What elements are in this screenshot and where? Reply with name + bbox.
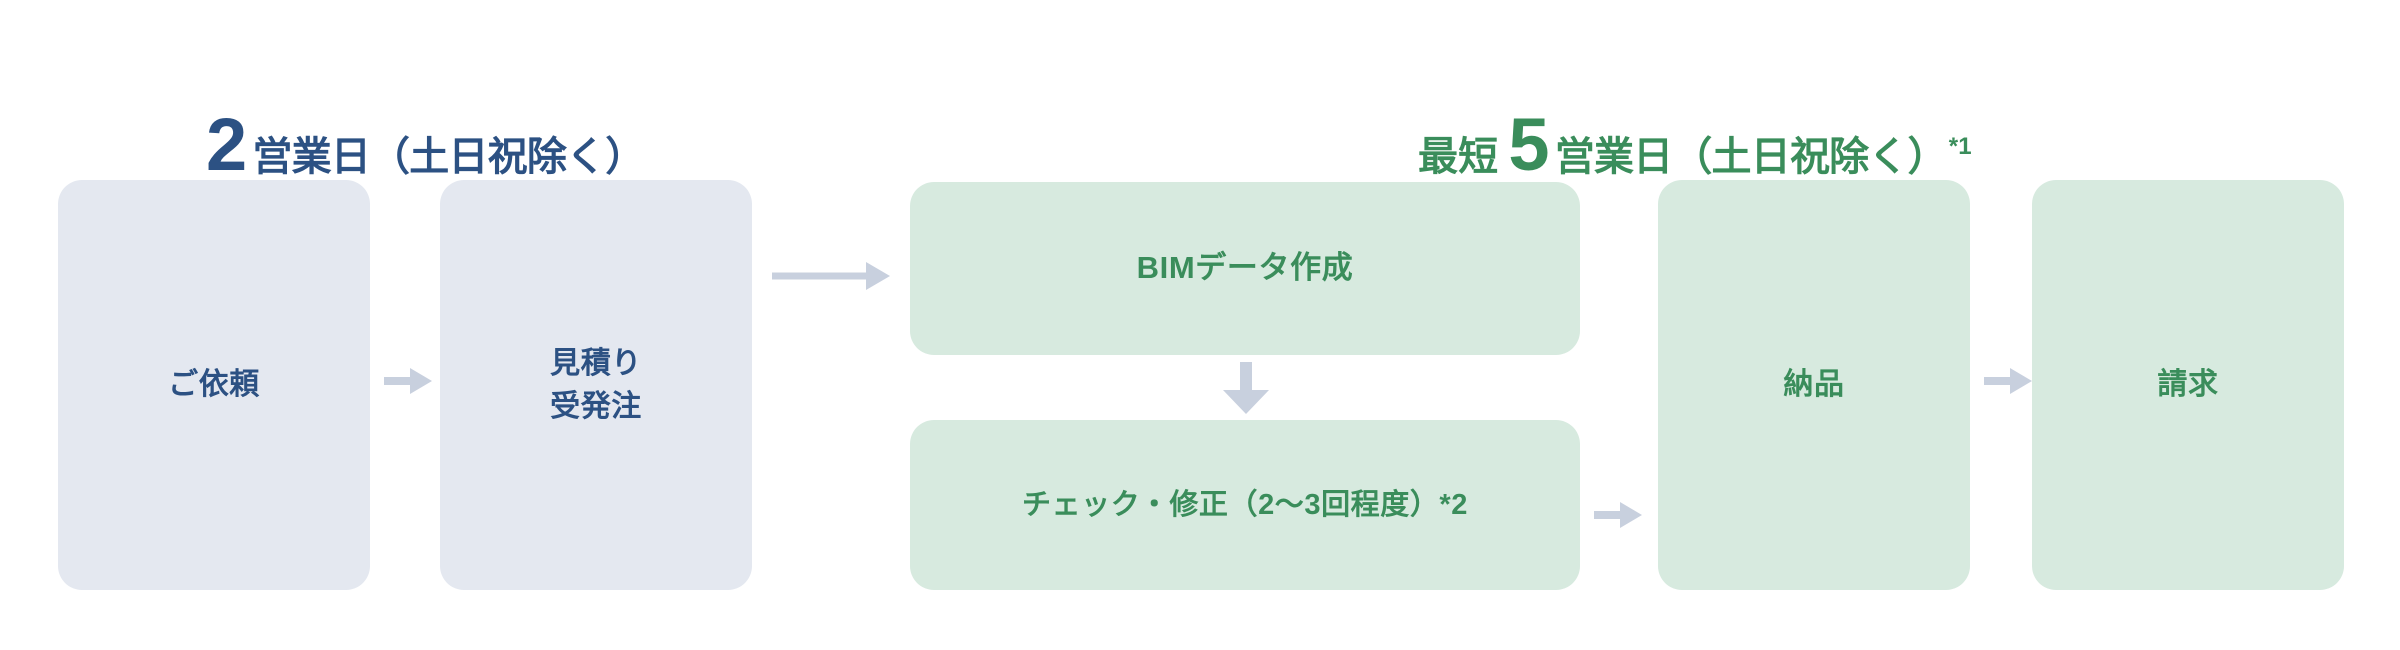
- lead-time-unit: 営業日（土日祝除く）: [252, 135, 645, 179]
- step-box-delivery: 納品: [1658, 180, 1970, 590]
- step-box-request: ご依頼: [58, 180, 370, 590]
- arrow-right-icon: [1984, 364, 2032, 398]
- lead-time-number: 2: [206, 103, 247, 186]
- step-box-check: チェック・修正（2〜3回程度）*2: [910, 420, 1580, 590]
- arrow-right-icon: [1594, 498, 1642, 532]
- arrow-right-long-icon: [772, 258, 890, 294]
- build-time-prefix: 最短: [1418, 135, 1499, 179]
- build-time-footnote-marker: *1: [1948, 133, 1972, 160]
- arrow-down-icon: [1222, 362, 1270, 414]
- step-box-invoice: 請求: [2032, 180, 2344, 590]
- arrow-right-icon: [384, 364, 432, 398]
- build-time-unit: 営業日（土日祝除く）: [1554, 135, 1948, 179]
- step-box-quote: 見積り 受発注: [440, 180, 752, 590]
- build-time-number: 5: [1508, 103, 1549, 186]
- step-box-bim: BIMデータ作成: [910, 182, 1580, 355]
- lead-time-heading: 2 営業日（土日祝除く）: [196, 108, 646, 182]
- build-time-heading: 最短 5 営業日（土日祝除く） *1: [1418, 108, 1972, 182]
